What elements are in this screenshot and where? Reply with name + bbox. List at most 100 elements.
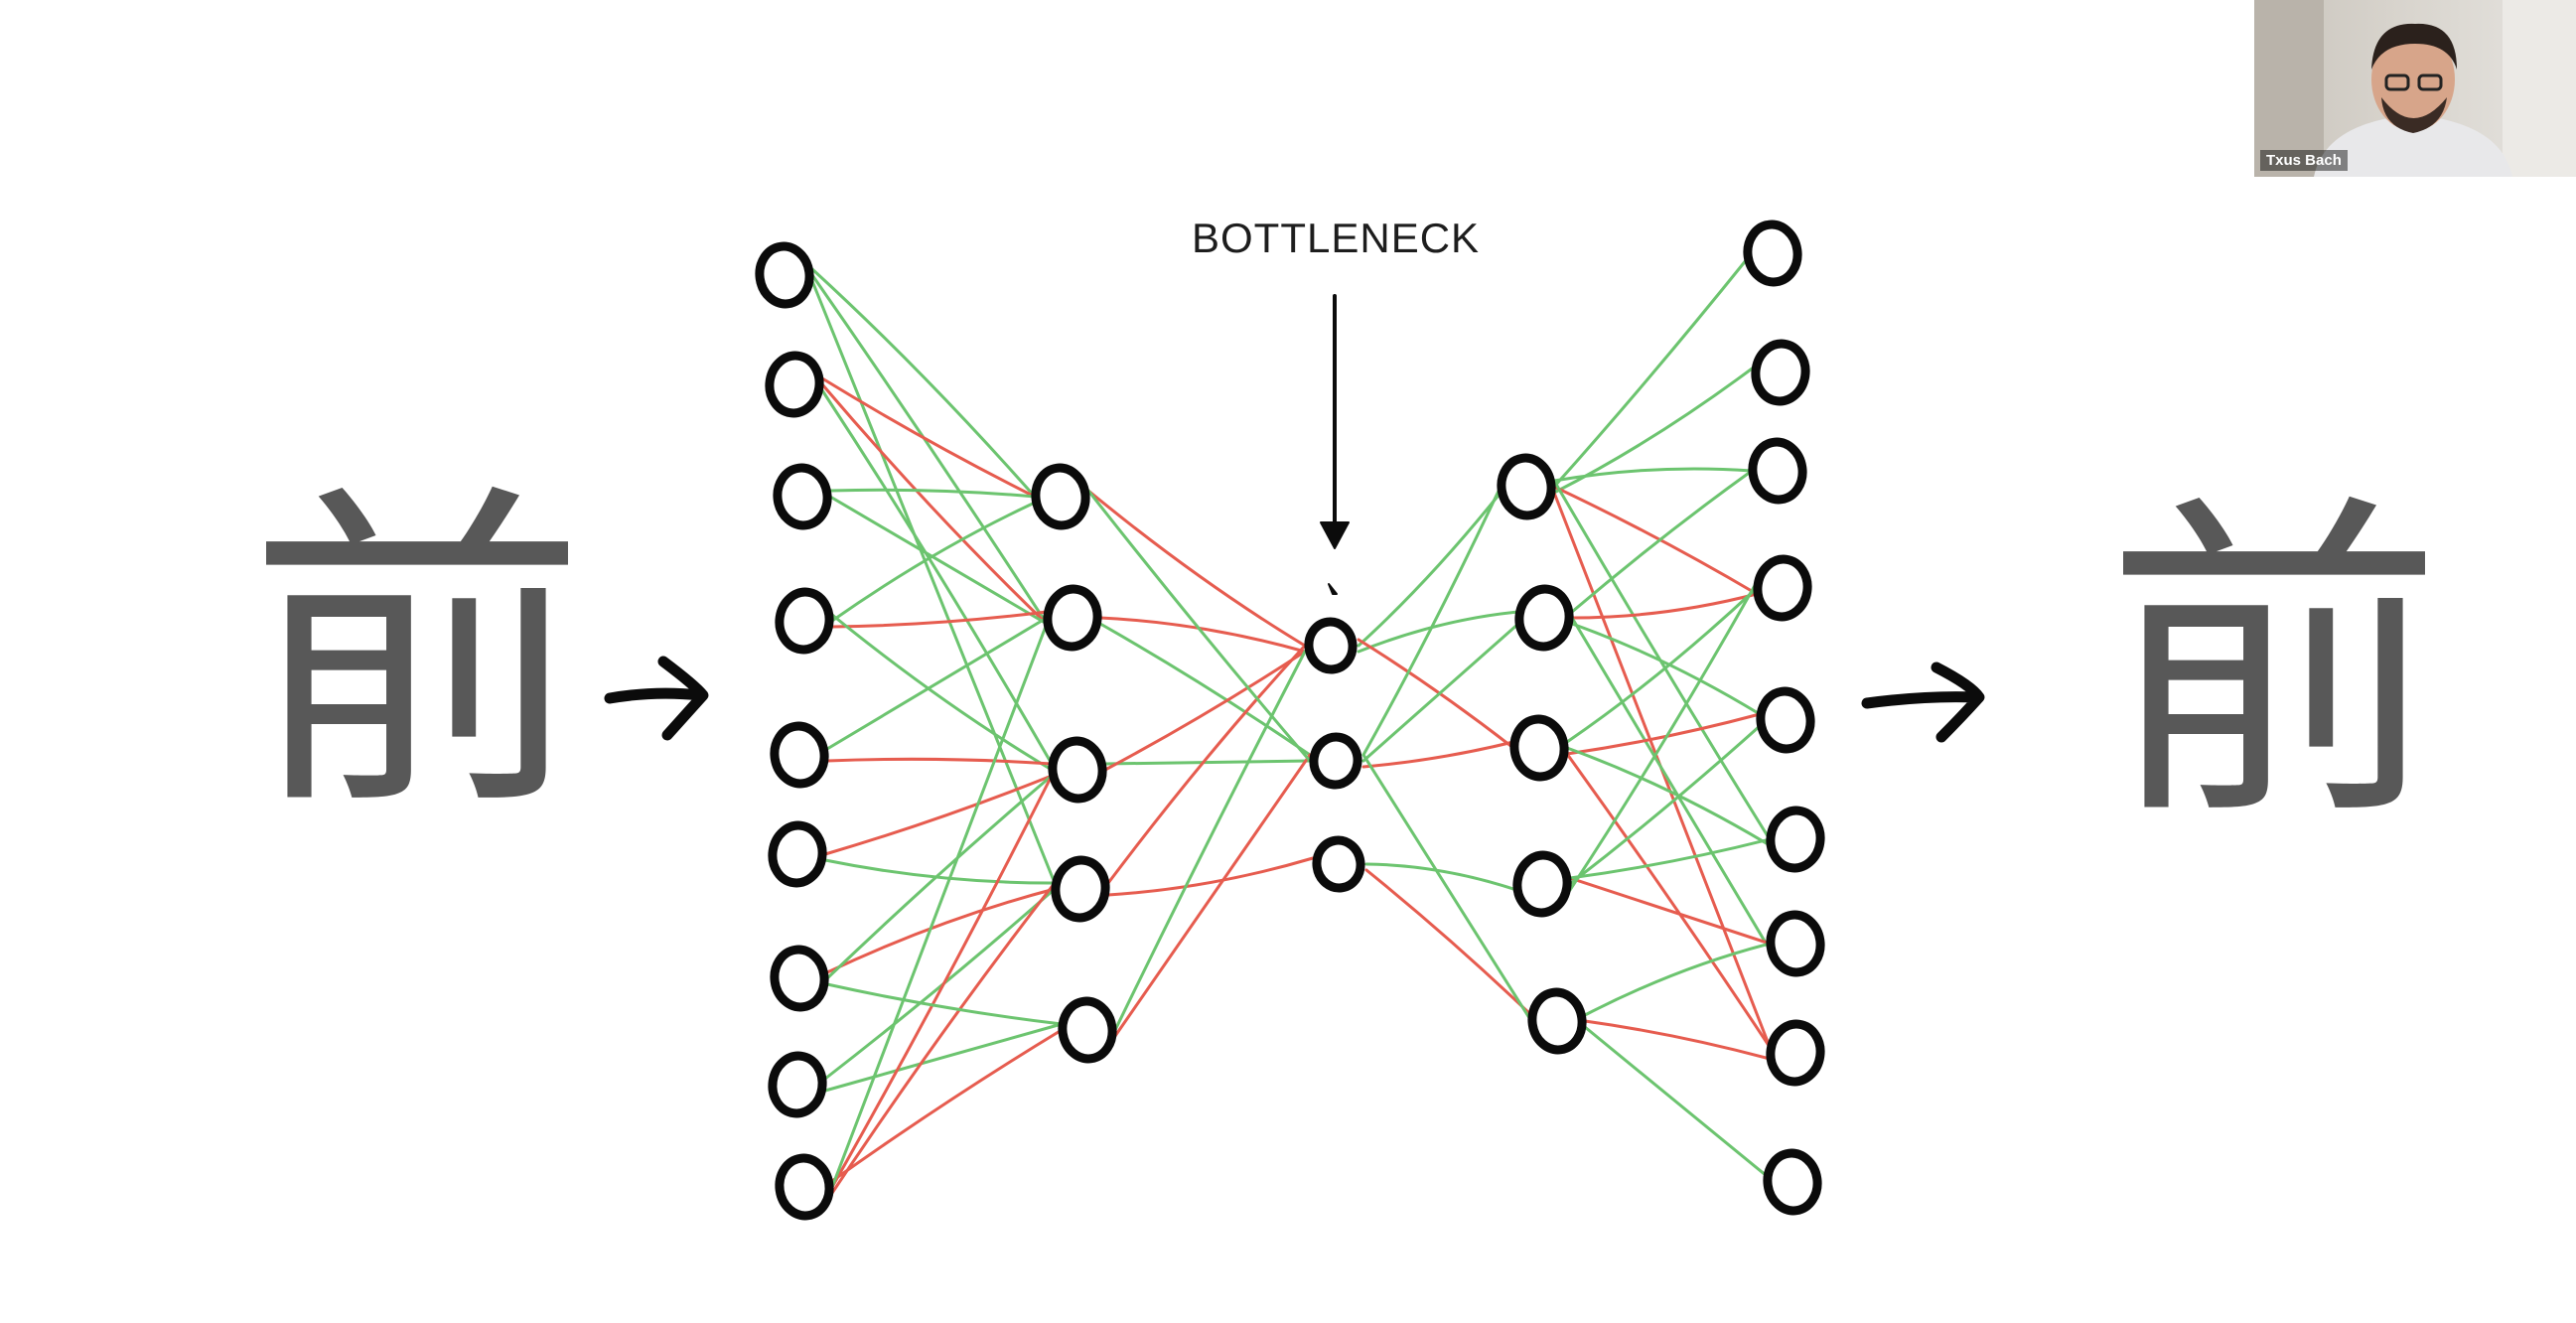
connection-green bbox=[810, 273, 1049, 626]
neuron-node bbox=[770, 721, 829, 789]
connection-red bbox=[823, 774, 1054, 856]
neuron-node bbox=[768, 1051, 827, 1118]
connection-green bbox=[1361, 753, 1533, 1023]
connection-red bbox=[825, 757, 1054, 766]
connection-green bbox=[1552, 257, 1749, 489]
connection-green bbox=[1570, 622, 1762, 716]
connection-red bbox=[830, 610, 1049, 629]
connection-red bbox=[1103, 650, 1307, 772]
input-glyph: 前 bbox=[248, 459, 586, 852]
neuron-node bbox=[1309, 732, 1362, 790]
neuron-node bbox=[1497, 453, 1556, 520]
connection-green bbox=[1565, 746, 1772, 847]
connection-green bbox=[830, 501, 1037, 623]
connection-green bbox=[1583, 942, 1772, 1017]
connection-red bbox=[1113, 753, 1312, 1038]
bottleneck-label: BOTTLENECK bbox=[1192, 215, 1481, 261]
connection-red bbox=[1106, 856, 1315, 897]
connection-red bbox=[1568, 876, 1772, 946]
connection-red bbox=[1357, 638, 1515, 750]
connection-green bbox=[1357, 491, 1503, 648]
neuron-node bbox=[1048, 736, 1107, 804]
neuron-node bbox=[773, 463, 832, 530]
connection-green bbox=[825, 982, 1064, 1026]
connection-red bbox=[1570, 592, 1759, 620]
connection-green bbox=[1086, 489, 1312, 763]
neuron-node bbox=[768, 820, 827, 888]
connection-green bbox=[828, 495, 1049, 626]
connection-red bbox=[820, 382, 1049, 626]
neuron-node bbox=[1043, 584, 1102, 652]
connection-green bbox=[830, 613, 1054, 772]
neuron-node bbox=[775, 1153, 834, 1221]
connection-green bbox=[830, 622, 1049, 1189]
connection-green bbox=[823, 887, 1057, 1081]
connection-green bbox=[1357, 610, 1520, 654]
connection-red bbox=[1106, 644, 1307, 885]
neuron-node bbox=[1753, 554, 1812, 622]
bottleneck-arrowhead bbox=[1320, 521, 1350, 549]
neuron-node bbox=[775, 587, 834, 655]
neuron-node bbox=[770, 945, 829, 1012]
neuron-node bbox=[1763, 1148, 1822, 1216]
connection-red bbox=[830, 774, 1054, 1189]
connection-green bbox=[1568, 724, 1762, 886]
connection-green bbox=[1361, 485, 1503, 757]
connection-red bbox=[1583, 1019, 1772, 1061]
neuron-node bbox=[1051, 855, 1110, 923]
connection-green bbox=[1552, 467, 1754, 483]
neuron-node bbox=[1509, 714, 1569, 782]
neuron-node bbox=[1058, 996, 1117, 1064]
connection-green bbox=[1113, 650, 1307, 1032]
output-arrow-icon bbox=[1861, 662, 1985, 743]
participant-avatar bbox=[2254, 0, 2576, 177]
neuron-node bbox=[1527, 987, 1587, 1055]
neuron-node bbox=[1766, 910, 1825, 977]
neuron-node bbox=[765, 351, 824, 418]
connection-green bbox=[1568, 580, 1759, 892]
neuron-node bbox=[1514, 584, 1574, 652]
connection-green bbox=[1098, 622, 1312, 757]
connection-red bbox=[1361, 740, 1515, 769]
connection-green bbox=[820, 388, 1054, 766]
connection-green bbox=[1361, 622, 1520, 763]
neuron-node bbox=[1751, 339, 1810, 406]
output-glyph: 前 bbox=[2105, 469, 2443, 862]
connection-green bbox=[1570, 616, 1772, 952]
connection-green bbox=[1565, 586, 1759, 744]
connection-red bbox=[830, 881, 1057, 1195]
connection-red bbox=[825, 887, 1057, 974]
connection-red bbox=[830, 1028, 1064, 1183]
input-arrow-icon bbox=[604, 656, 709, 741]
neuron-node bbox=[1748, 437, 1807, 505]
connection-green bbox=[810, 279, 1057, 885]
connection-red bbox=[1552, 485, 1759, 596]
neuron-node bbox=[1031, 463, 1090, 530]
connection-red bbox=[1086, 489, 1307, 648]
neuron-node bbox=[755, 241, 814, 309]
participant-video-tile[interactable]: Txus Bach bbox=[2254, 0, 2576, 177]
neuron-node bbox=[1304, 617, 1358, 674]
connection-red bbox=[1565, 752, 1772, 1049]
connection-green bbox=[1364, 862, 1518, 892]
connection-green bbox=[825, 774, 1054, 980]
participant-name: Txus Bach bbox=[2260, 150, 2348, 171]
connection-green bbox=[1568, 837, 1772, 880]
connection-green bbox=[1583, 1025, 1769, 1178]
connection-green bbox=[1570, 469, 1754, 614]
neuron-node bbox=[1743, 220, 1802, 287]
connection-red bbox=[820, 376, 1037, 499]
connection-green bbox=[823, 858, 1057, 885]
connection-green bbox=[810, 267, 1037, 499]
connection-green bbox=[1552, 365, 1757, 495]
neuron-node bbox=[1512, 850, 1572, 918]
neuron-node bbox=[1766, 806, 1825, 873]
neuron-node bbox=[1766, 1019, 1825, 1087]
mouse-cursor-icon bbox=[1328, 583, 1338, 595]
connection-green bbox=[828, 488, 1037, 499]
neuron-node bbox=[1756, 686, 1815, 754]
connection-red bbox=[1098, 616, 1307, 654]
neuron-node bbox=[1312, 835, 1365, 893]
